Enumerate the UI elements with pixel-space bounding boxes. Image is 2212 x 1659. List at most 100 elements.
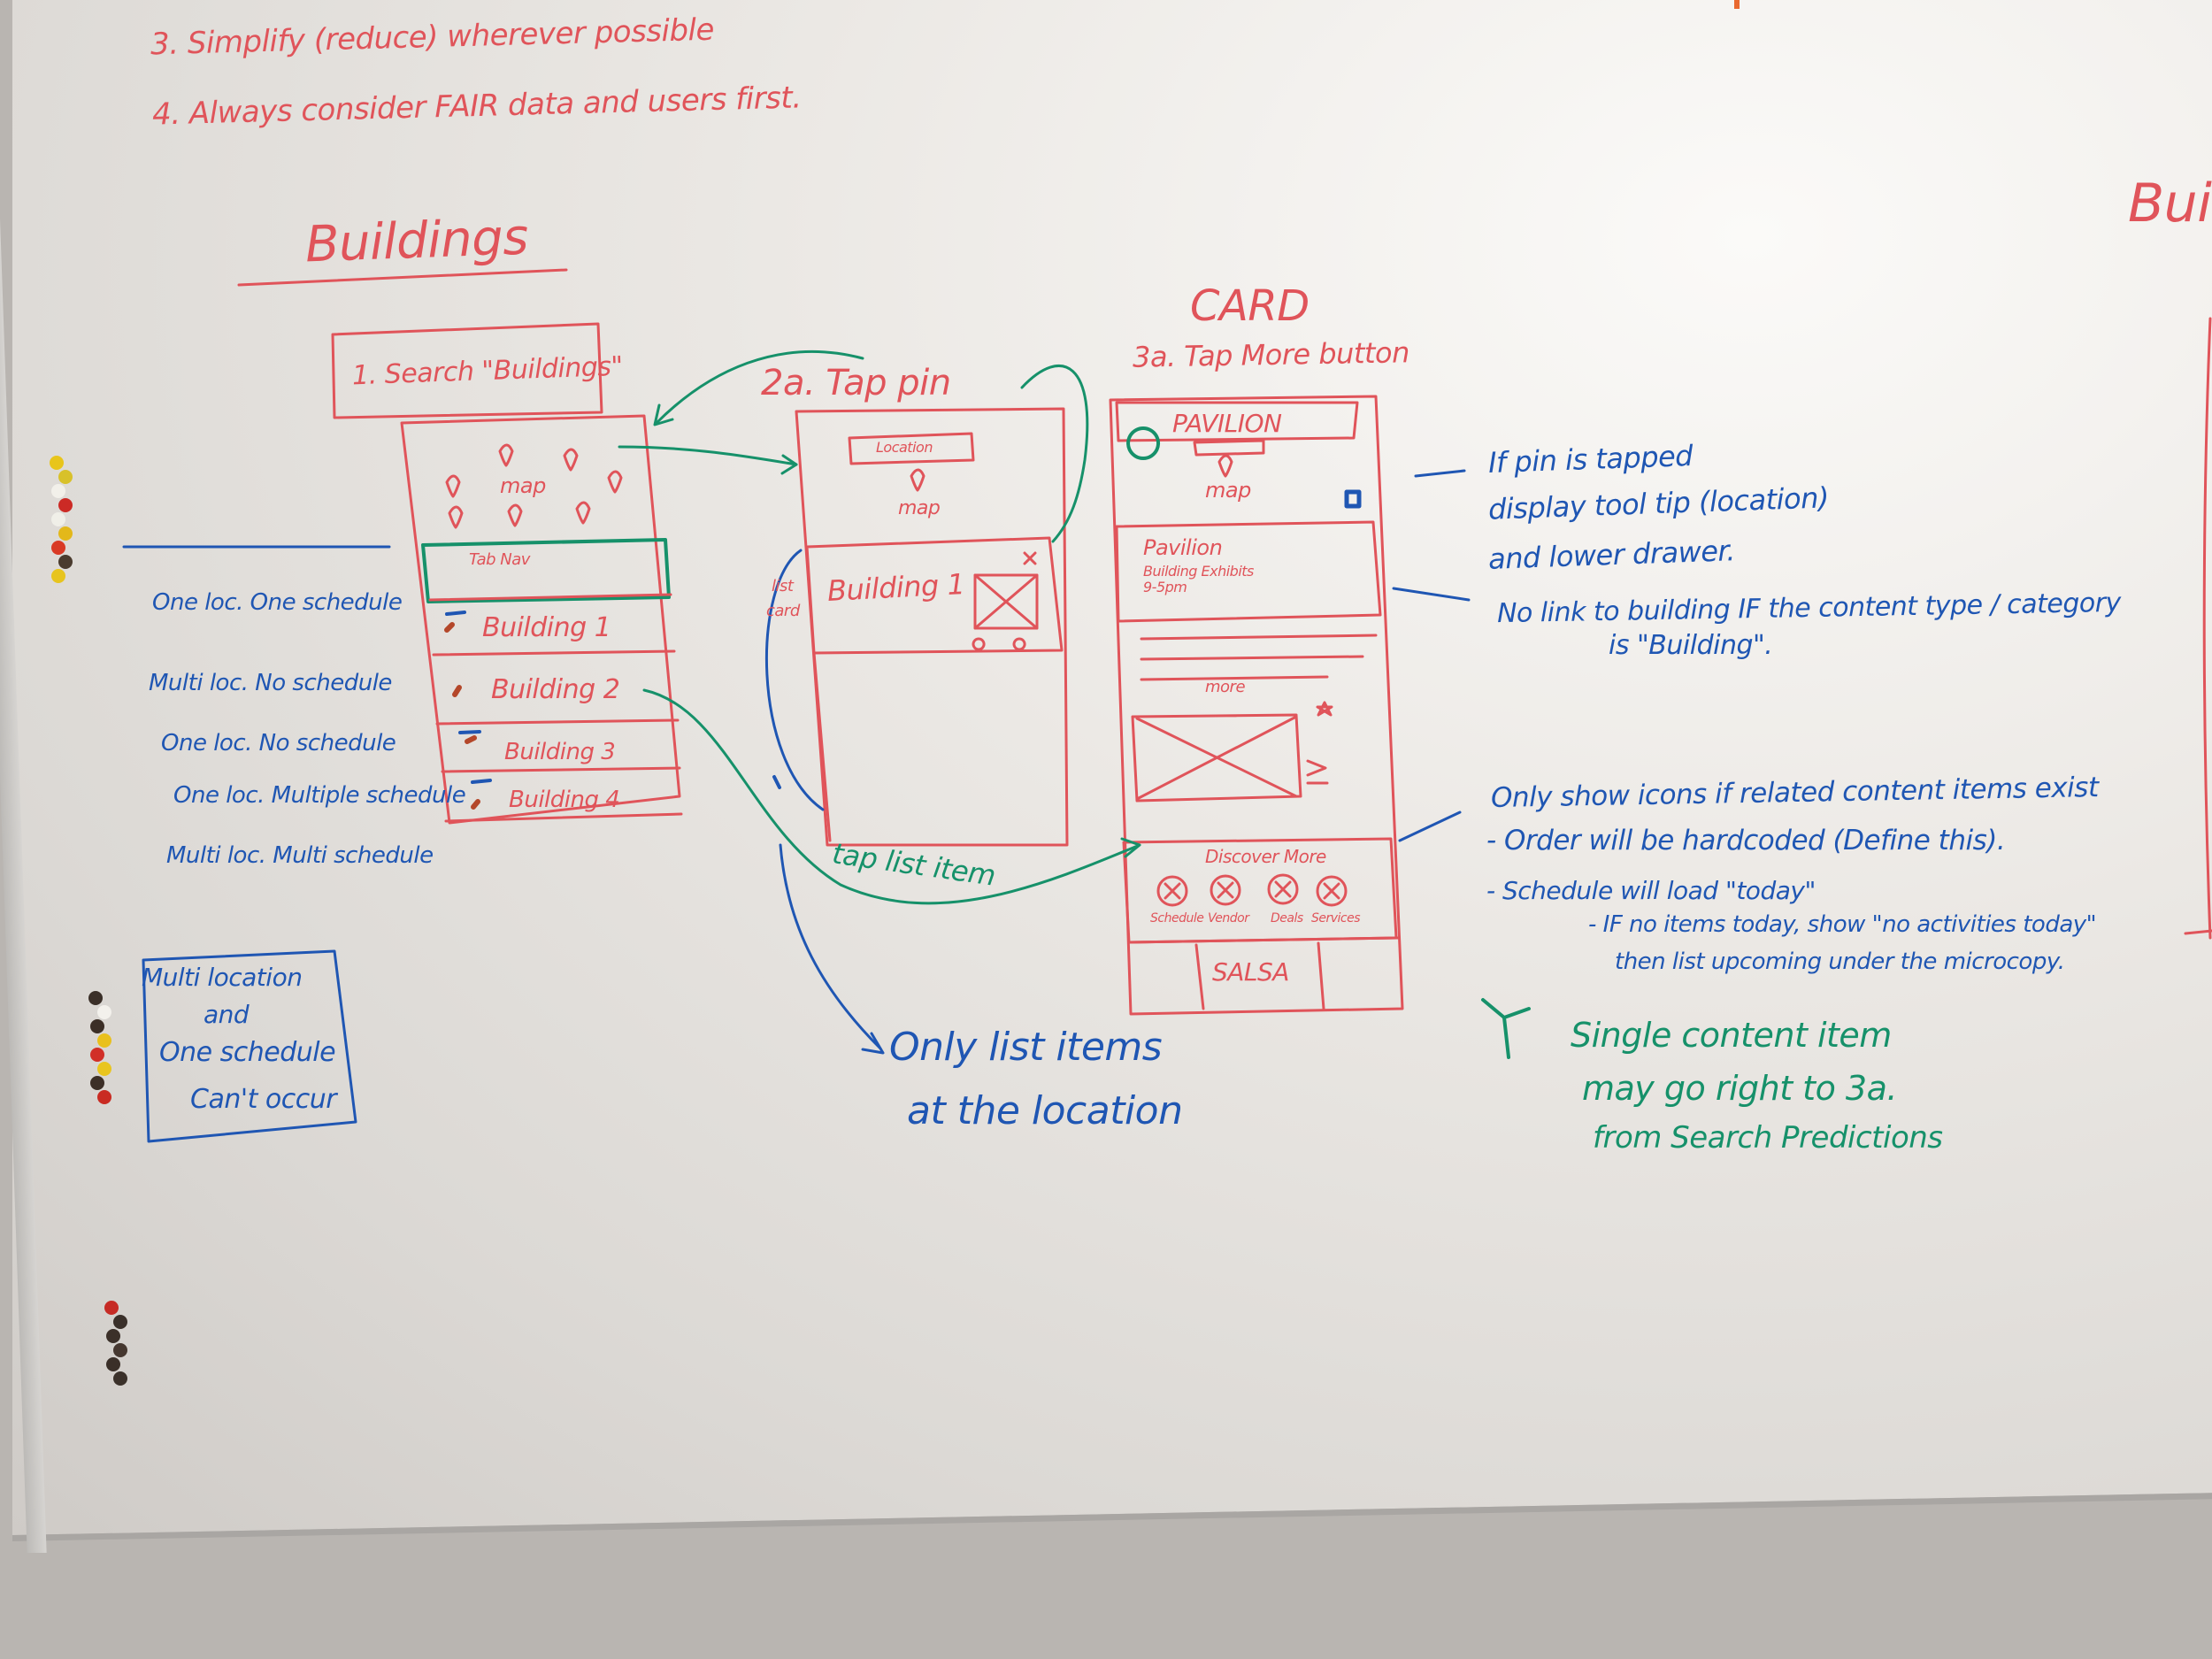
map-pin-icon [563, 448, 579, 472]
icons-note-line-4: - IF no items today, show "no activities… [1588, 911, 2097, 938]
right-edge-title: Buil [2128, 173, 2212, 234]
phone-3-footer [1127, 936, 1400, 1010]
search-box [331, 322, 603, 419]
right-edge-bracket [2184, 317, 2212, 940]
building-3-item: Building 3 [504, 739, 616, 765]
phone-1-row-1 [428, 593, 672, 602]
image-placeholder-large [1131, 713, 1302, 803]
single-note-line-2: may go right to 3a. [1582, 1069, 1897, 1108]
arrow-phone2-to-card [1020, 364, 1089, 543]
phone-3-detail-line-2: 9-5pm [1143, 579, 1187, 595]
icon-label-schedule: Schedule [1150, 911, 1204, 926]
list-icon [444, 622, 455, 633]
blue-connector-icons-note [1398, 810, 1462, 842]
note-box-line-1: Multi location [142, 963, 303, 992]
card-heading: CARD [1190, 281, 1310, 331]
phone-3-detail-line-1: Building Exhibits [1143, 563, 1254, 580]
icon-label-deals: Deals [1271, 911, 1303, 926]
map-pin-icon [448, 505, 464, 529]
only-list-line-2: at the location [907, 1088, 1183, 1133]
phone-3-detail-card [1115, 520, 1382, 623]
map-pin-icon [498, 443, 514, 467]
case-label-3: One loc. No schedule [161, 730, 396, 757]
map-pin-icon [910, 468, 926, 492]
phone-1-map-label: map [500, 473, 546, 498]
phone-2-side-label-list: list [772, 577, 794, 595]
phone-2-tooltip [848, 432, 975, 465]
phone-3-frame [1109, 395, 1404, 1016]
phone-2-drawer-bottom [812, 651, 832, 842]
arrow-phone2-back-to-search [655, 350, 864, 425]
close-icon [1023, 551, 1037, 565]
single-note-line-1: Single content item [1571, 1016, 1892, 1055]
services-circle-icon [1316, 875, 1348, 907]
map-pin-icon [507, 503, 523, 527]
phone-2-tooltip-label: Location [876, 439, 933, 456]
star-icon [1316, 701, 1333, 717]
phone-1-row-4 [441, 766, 681, 773]
link-note-line-2: is "Building". [1609, 630, 1773, 661]
orange-marker-mark [1734, 0, 1740, 9]
phone-3-header-title: PAVILION [1172, 409, 1282, 438]
only-list-line-1: Only list items [889, 1025, 1163, 1070]
phone-1-row-3 [435, 718, 680, 726]
blue-bracket-list-card [764, 549, 825, 811]
icons-note-line-5: then list upcoming under the microcopy. [1615, 949, 2065, 975]
phone-3-more-label: more [1205, 678, 1246, 696]
building-4-item: Building 4 [509, 787, 620, 813]
list-icon [452, 685, 462, 697]
map-pin-icon [445, 474, 461, 498]
blue-connector-link-note [1392, 587, 1471, 602]
icons-note-line-2: - Order will be hardcoded (Define this). [1486, 825, 2006, 856]
phone-3-tooltip [1193, 439, 1265, 457]
back-circle-icon [1126, 426, 1161, 460]
map-pin-icon [1217, 454, 1233, 478]
case-label-4: One loc. Multiple schedule [173, 782, 466, 809]
phone-2-side-label-card: card [766, 602, 800, 620]
map-pin-icon [607, 470, 623, 494]
blue-connector-pin-note [1414, 469, 1466, 478]
icons-note-line-3: - Schedule will load "today" [1486, 876, 1816, 905]
phone-1-row-5 [444, 812, 683, 823]
step-3-label: 3a. Tap More button [1132, 335, 1410, 374]
buildings-underline [237, 268, 568, 287]
list-icon [471, 799, 480, 810]
phone-2-card-title: Building 1 [826, 566, 966, 609]
pin-note-line-1: If pin is tapped [1487, 438, 1694, 480]
map-pin-icon [575, 501, 591, 525]
chevron-right-icon [1306, 759, 1329, 785]
phone-1-tabnav-label: Tab Nav [469, 550, 530, 569]
note-box-line-4: Can't occur [190, 1084, 337, 1115]
case-label-1: One loc. One schedule [152, 589, 403, 616]
phone-1-row-2 [432, 649, 676, 657]
phone-3-map-label: map [1205, 478, 1251, 503]
vendor-circle-icon [1210, 874, 1241, 906]
map-pins [445, 443, 623, 529]
green-check-mark [1481, 998, 1531, 1059]
blue-arrow-only-list [779, 843, 882, 1050]
arrow-phone1-to-phone2 [618, 445, 798, 466]
phone-2-map-label: map [898, 497, 941, 519]
building-2-item: Building 2 [491, 674, 620, 705]
phone-3-detail-title: Pavilion [1143, 535, 1223, 560]
note-box-line-2: and [204, 1000, 250, 1029]
note-box-line-3: One schedule [159, 1037, 336, 1068]
icon-label-vendor: Vendor [1208, 911, 1249, 926]
deals-circle-icon [1267, 873, 1299, 905]
location-square-icon [1344, 489, 1362, 509]
building-1-item: Building 1 [482, 612, 611, 643]
list-icon [465, 735, 477, 744]
schedule-circle-icon [1156, 875, 1188, 907]
icon-label-services: Services [1311, 911, 1361, 926]
phone-3-discover-more: Discover More [1205, 846, 1326, 867]
phone-1-tabnav [421, 538, 671, 603]
case-label-2: Multi loc. No schedule [149, 670, 392, 696]
phone-2-drawer [805, 536, 1064, 655]
phone-3-header [1115, 401, 1359, 442]
single-note-line-3: from Search Predictions [1593, 1120, 1943, 1156]
note-box [142, 949, 357, 1143]
arrow-tap-list-item [642, 688, 1141, 905]
case-label-5: Multi loc. Multi schedule [166, 842, 434, 869]
phone-1-frame [400, 414, 681, 825]
